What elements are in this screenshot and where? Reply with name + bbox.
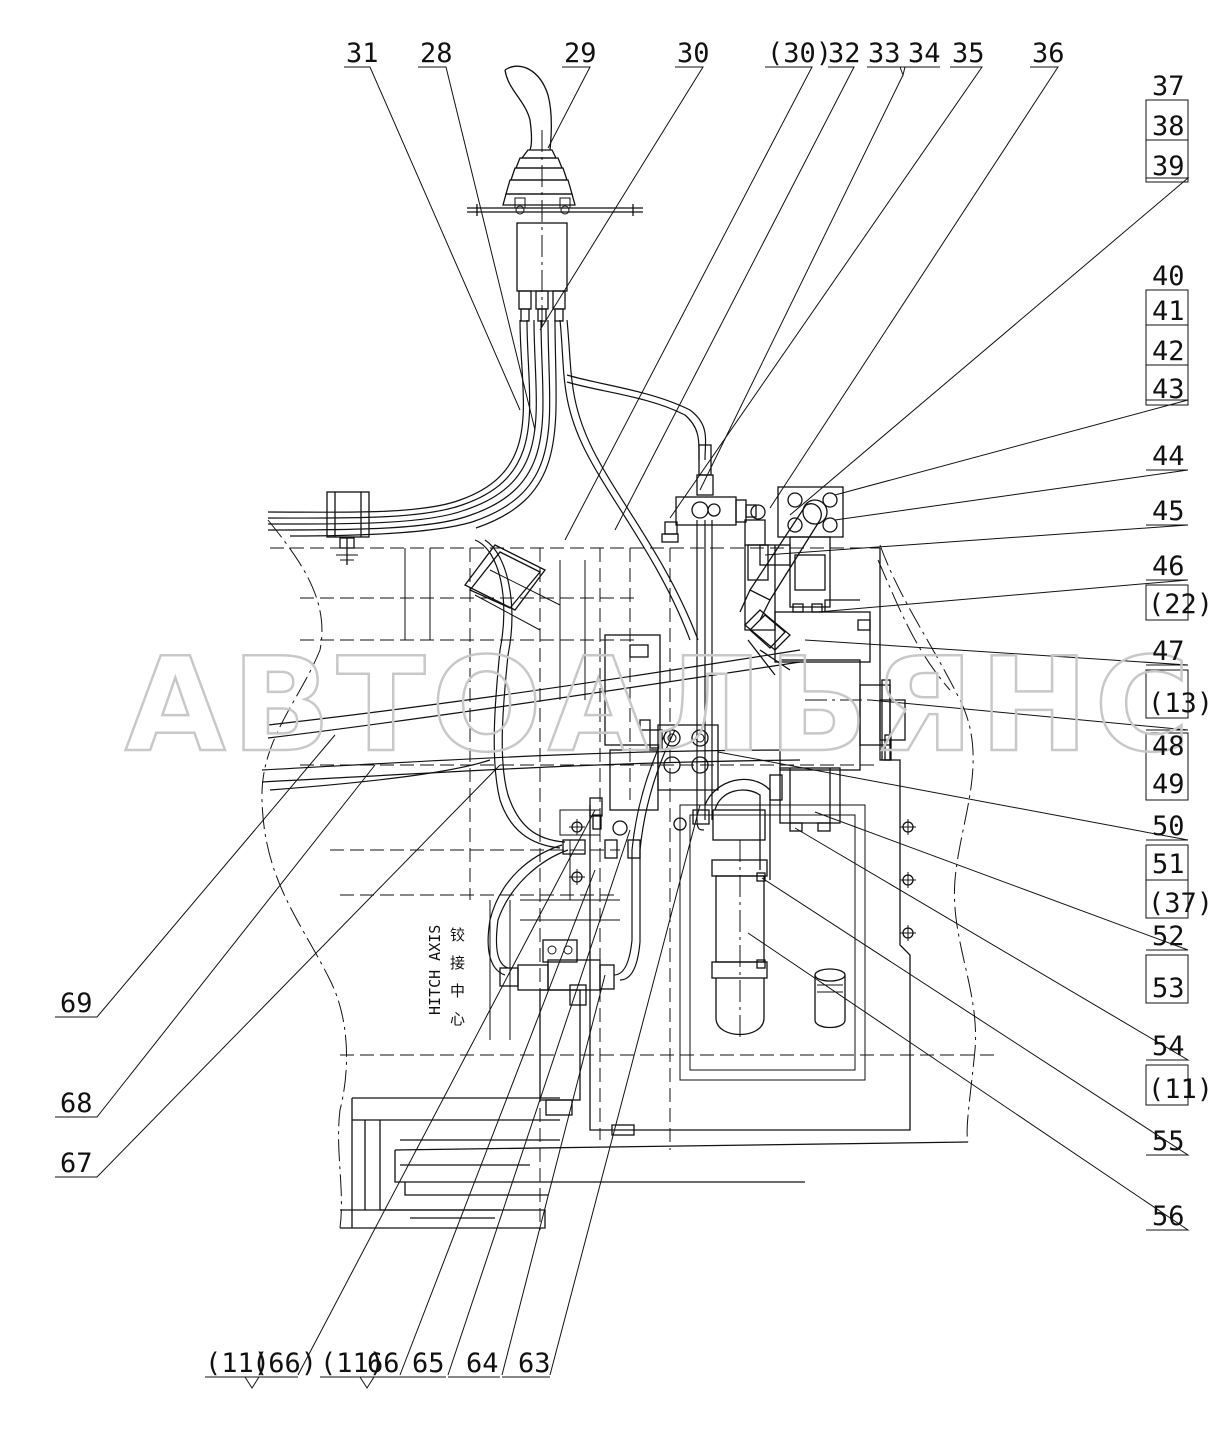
suction-pipe [704, 778, 846, 1040]
part-label-51: 51 [1152, 849, 1185, 880]
right-label-boxes [1145, 99, 1189, 1106]
part-label-67: 67 [60, 1148, 93, 1179]
control-valve [661, 486, 844, 831]
watermark-text: АВТОАЛЬЯНС [125, 629, 1196, 781]
part-label-48: 48 [1152, 731, 1185, 762]
hitch-cn-1: 铰 [450, 926, 465, 944]
pilot-hoses [267, 319, 714, 641]
part-label-37: 37 [1152, 71, 1185, 102]
part-label-52: 52 [1152, 921, 1185, 952]
pilot-joystick [467, 65, 643, 330]
part-label-44: 44 [1152, 441, 1185, 472]
part-label-34: 34 [908, 38, 941, 69]
part-label-50: 50 [1152, 811, 1185, 842]
part-label-35: 35 [952, 38, 985, 69]
part-label-38: 38 [1152, 111, 1185, 142]
part-label-41: 41 [1152, 296, 1185, 327]
leader-lines [55, 66, 1190, 1389]
part-label-65: 65 [412, 1348, 445, 1379]
part-label-47: 47 [1152, 636, 1185, 667]
filter-and-hoses [474, 539, 676, 1136]
part-label-49: 49 [1152, 769, 1185, 800]
part-label-13-ref: (13) [1148, 688, 1213, 719]
part-label-30: 30 [677, 38, 710, 69]
part-label-22-ref: (22) [1148, 589, 1213, 620]
part-label-28: 28 [420, 38, 453, 69]
hitch-cn-3: 中 [450, 982, 465, 1000]
frame-outline [261, 519, 995, 1230]
hitch-axis-note: HITCH AXIS 铰 接 中 心 [426, 925, 465, 1028]
part-label-29: 29 [564, 38, 597, 69]
part-label-43: 43 [1152, 374, 1185, 405]
part-label-31: 31 [346, 38, 379, 69]
part-label-64: 64 [466, 1348, 499, 1379]
part-label-11-ref-b: (11) [320, 1348, 385, 1379]
part-label-54: 54 [1152, 1031, 1185, 1062]
part-label-55: 55 [1152, 1126, 1185, 1157]
part-labels: 31 28 29 30 (30) 32 33 34 35 36 37 38 39… [60, 38, 1213, 1379]
mounting-holes [569, 819, 916, 941]
part-label-37-ref: (37) [1148, 888, 1213, 919]
valve-cluster [261, 544, 801, 859]
part-label-66: 66 [367, 1348, 400, 1379]
part-label-63: 63 [518, 1348, 551, 1379]
part-label-30-ref: (30) [767, 38, 832, 69]
hose-clamp-bracket [326, 491, 370, 565]
part-label-45: 45 [1152, 496, 1185, 527]
part-label-39: 39 [1152, 151, 1185, 182]
main-pump [744, 599, 906, 832]
hitch-axis-label: HITCH AXIS [426, 925, 444, 1015]
hitch-cn-2: 接 [450, 954, 465, 972]
part-label-42: 42 [1152, 336, 1185, 367]
part-label-33: 33 [868, 38, 901, 69]
part-label-46: 46 [1152, 551, 1185, 582]
part-label-53: 53 [1152, 973, 1185, 1004]
part-label-68: 68 [60, 1088, 93, 1119]
part-label-69: 69 [60, 988, 93, 1019]
hitch-cn-4: 心 [450, 1010, 465, 1028]
part-label-66-ref: (66) [252, 1348, 317, 1379]
part-label-56: 56 [1152, 1201, 1185, 1232]
part-label-32: 32 [828, 38, 861, 69]
part-label-40: 40 [1152, 261, 1185, 292]
part-label-11-ref-a: (11) [205, 1348, 270, 1379]
part-label-11-ref: (11) [1148, 1074, 1213, 1105]
part-label-36: 36 [1032, 38, 1065, 69]
